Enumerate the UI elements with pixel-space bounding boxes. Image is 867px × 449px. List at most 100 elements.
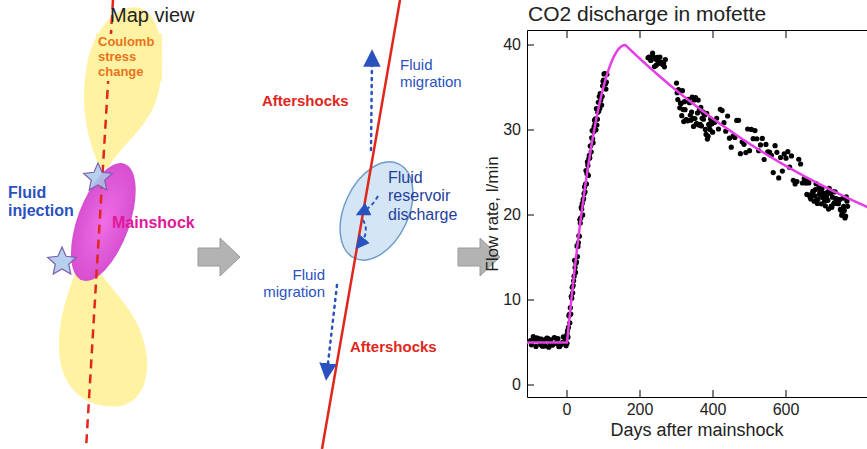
data-point bbox=[682, 107, 687, 112]
chart-frame bbox=[528, 31, 867, 398]
migration-arrow bbox=[327, 285, 337, 372]
data-point bbox=[693, 95, 698, 100]
data-point bbox=[569, 294, 574, 299]
data-point bbox=[539, 336, 544, 341]
data-point bbox=[806, 179, 811, 184]
data-point bbox=[842, 215, 847, 220]
data-point bbox=[763, 142, 768, 147]
data-point bbox=[581, 197, 586, 202]
fault-trace-dashed bbox=[86, 0, 113, 449]
data-point bbox=[576, 240, 581, 245]
data-point bbox=[552, 335, 557, 340]
discharge-arrow bbox=[362, 196, 378, 212]
panel-title: Map view bbox=[110, 4, 194, 27]
data-point bbox=[588, 143, 593, 148]
data-point bbox=[696, 122, 701, 127]
data-point bbox=[542, 343, 547, 348]
axis-left bbox=[527, 31, 528, 398]
data-point bbox=[810, 191, 815, 196]
data-point bbox=[573, 261, 578, 266]
data-point bbox=[550, 343, 555, 348]
data-point bbox=[740, 139, 745, 144]
data-point bbox=[844, 199, 849, 204]
tick-label: 40 bbox=[503, 36, 521, 54]
data-point bbox=[679, 113, 684, 118]
data-point bbox=[780, 168, 785, 173]
data-point bbox=[803, 180, 808, 185]
data-point bbox=[826, 206, 831, 211]
data-point bbox=[585, 163, 590, 168]
data-point bbox=[814, 197, 819, 202]
data-point bbox=[701, 117, 706, 122]
data-point bbox=[574, 259, 579, 264]
data-point bbox=[569, 296, 574, 301]
data-point bbox=[817, 189, 822, 194]
data-point bbox=[532, 338, 537, 343]
data-point bbox=[683, 118, 688, 123]
data-point bbox=[677, 88, 682, 93]
node-label: Mainshock bbox=[112, 214, 195, 232]
data-point bbox=[656, 61, 661, 66]
data-point bbox=[787, 165, 792, 170]
data-point bbox=[819, 201, 824, 206]
data-point bbox=[556, 344, 561, 349]
data-point bbox=[594, 122, 599, 127]
x-tick bbox=[640, 31, 641, 38]
data-point bbox=[564, 332, 569, 337]
data-point bbox=[802, 178, 807, 183]
data-point bbox=[659, 60, 664, 65]
data-point bbox=[825, 190, 830, 195]
data-point bbox=[811, 189, 816, 194]
stress-lobe-north bbox=[84, 7, 162, 168]
data-point bbox=[725, 113, 730, 118]
data-point bbox=[590, 136, 595, 141]
tick-label: 600 bbox=[773, 401, 800, 419]
data-point bbox=[732, 135, 737, 140]
data-point bbox=[575, 254, 580, 259]
data-point bbox=[813, 181, 818, 186]
data-point bbox=[716, 126, 721, 131]
data-point bbox=[571, 283, 576, 288]
data-point bbox=[805, 178, 810, 183]
data-point bbox=[567, 320, 572, 325]
data-point bbox=[598, 91, 603, 96]
data-point bbox=[604, 72, 609, 77]
data-point bbox=[812, 199, 817, 204]
data-point bbox=[584, 181, 589, 186]
node-label: Coulomb stress change bbox=[96, 34, 162, 81]
data-point bbox=[703, 127, 708, 132]
data-point bbox=[684, 118, 689, 123]
data-point bbox=[687, 100, 692, 105]
data-point bbox=[738, 151, 743, 156]
data-point bbox=[531, 334, 536, 339]
data-point bbox=[577, 217, 582, 222]
data-point bbox=[793, 181, 798, 186]
axis-bottom bbox=[528, 397, 867, 398]
data-point bbox=[680, 107, 685, 112]
data-point bbox=[647, 55, 652, 60]
data-point bbox=[816, 185, 821, 190]
data-point bbox=[718, 107, 723, 112]
data-point bbox=[600, 83, 605, 88]
tick-label: 400 bbox=[700, 401, 727, 419]
data-point bbox=[692, 97, 697, 102]
data-point bbox=[566, 325, 571, 330]
data-point bbox=[546, 345, 551, 350]
annotation: Fluid migration bbox=[255, 266, 325, 301]
data-point bbox=[544, 335, 549, 340]
data-point bbox=[599, 95, 604, 100]
y-tick bbox=[527, 130, 534, 131]
data-point bbox=[650, 51, 655, 56]
data-point bbox=[751, 136, 756, 141]
data-point bbox=[741, 142, 746, 147]
data-point bbox=[734, 118, 739, 123]
data-point bbox=[709, 121, 714, 126]
data-point bbox=[566, 313, 571, 318]
data-point bbox=[645, 55, 650, 60]
data-point bbox=[791, 178, 796, 183]
annotation: Aftershocks bbox=[262, 92, 349, 109]
data-point bbox=[565, 335, 570, 340]
data-point bbox=[829, 205, 834, 210]
data-point bbox=[681, 119, 686, 124]
data-point bbox=[699, 123, 704, 128]
